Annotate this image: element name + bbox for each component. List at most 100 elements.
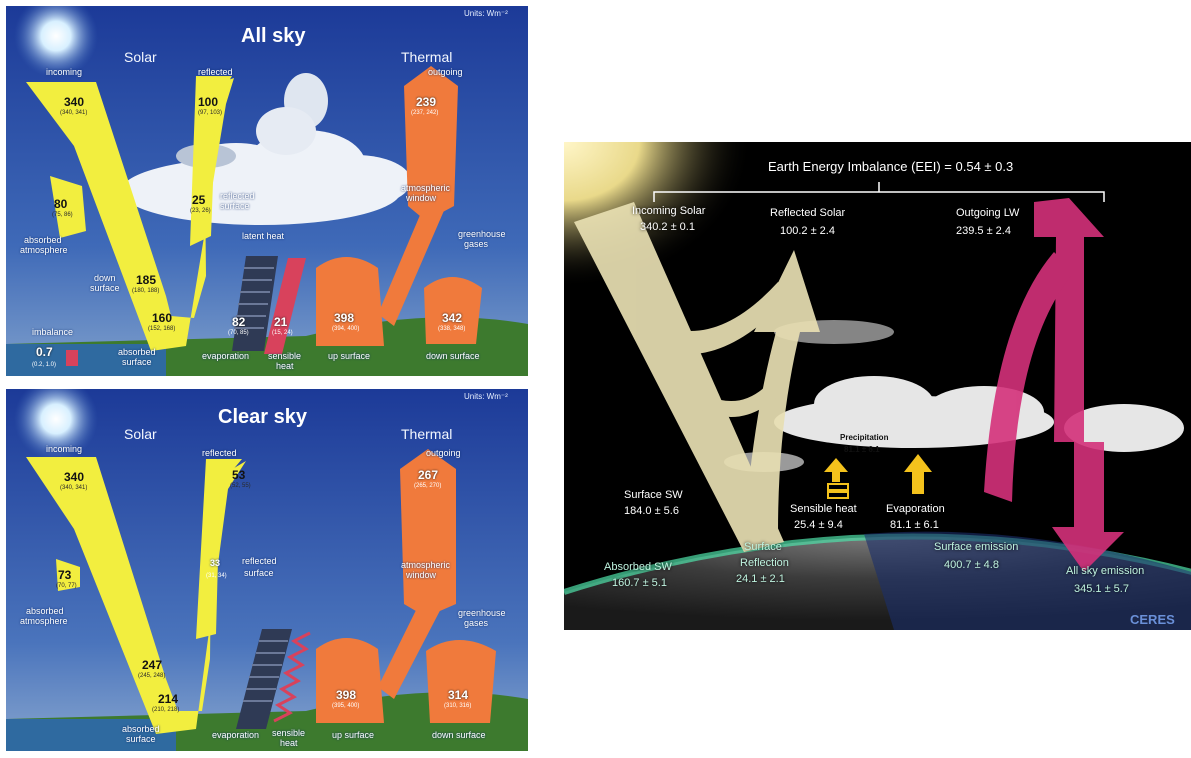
reflected-surface-value-text: 33	[210, 558, 221, 568]
cloud-reflection-arrow	[644, 282, 794, 355]
up-surface-range: (395, 400)	[332, 703, 360, 709]
reflected-solar-value: 100.2 ± 2.4	[780, 225, 835, 237]
eei-title: Earth Energy Imbalance (EEI) = 0.54 ± 0.…	[768, 159, 1014, 174]
all-sky-emission-label: All sky emission	[1066, 565, 1145, 577]
up-surface-label: up surface	[332, 730, 375, 740]
absorbed-atmosphere-range: (75, 86)	[52, 212, 73, 218]
sensible-heat-label: Sensible heat	[790, 503, 857, 515]
reflected-surface-label-2: surface	[220, 201, 250, 211]
down-surface-solar-value: 247	[142, 658, 163, 672]
ceres-panel: CERES Earth Energy Imbalance (EEI) = 0.5…	[564, 142, 1191, 630]
atmospheric-window-label-1: atmospheric	[401, 183, 451, 193]
greenhouse-gases-label-1: greenhouse	[458, 229, 506, 239]
down-surface-arrow	[424, 277, 482, 344]
up-surface-arrow	[316, 638, 384, 723]
latent-heat-arrow	[236, 629, 292, 729]
up-surface-arrow	[316, 257, 384, 346]
absorbed-atmosphere-label-1: absorbed	[26, 606, 64, 616]
down-surface-label: down surface	[432, 730, 486, 740]
up-surface-range: (394, 400)	[332, 326, 360, 332]
thermal-header: Thermal	[401, 49, 453, 65]
precipitation-label: Precipitation	[840, 433, 889, 442]
incoming-range: (340, 341)	[60, 485, 88, 491]
panel-title: All sky	[241, 25, 306, 47]
reflected-surface-value: 33	[210, 559, 220, 568]
incoming-solar-label: Incoming Solar	[632, 205, 706, 217]
absorbed-atmosphere-value: 80	[54, 197, 68, 211]
evaporation-value: 81.1 ± 6.1	[890, 519, 939, 531]
evaporation-label: evaporation	[202, 351, 250, 361]
units-label: Units: Wm⁻²	[464, 392, 508, 401]
surface-reflection-value: 24.1 ± 2.1	[736, 573, 785, 585]
down-surface-solar-label-1: down	[94, 273, 116, 283]
ceres-graphic: CERES	[564, 142, 1191, 630]
sensible-heat-arrow	[264, 258, 306, 354]
down-surface-label: down surface	[426, 351, 480, 361]
all-sky-emission-arrow	[1052, 442, 1124, 572]
evaporation-label: evaporation	[212, 730, 260, 740]
sensible-heat-label-2: heat	[280, 738, 298, 748]
greenhouse-gases-label-2: gases	[464, 618, 489, 628]
outgoing-label: outgoing	[428, 67, 463, 77]
outgoing-lw-arrow	[1034, 198, 1104, 442]
incoming-value: 340	[64, 95, 85, 109]
solar-incoming-arrow	[26, 457, 246, 734]
surface-reflection-label-1: Surface	[744, 541, 782, 553]
incoming-label: incoming	[46, 444, 83, 454]
surface-emission-arrow	[984, 252, 1074, 502]
reflected-surface-label-1: reflected	[242, 556, 277, 566]
incoming-range: (340, 341)	[60, 110, 88, 116]
sensible-heat-label-1: sensible	[268, 351, 302, 361]
down-surface-range: (310, 316)	[444, 703, 472, 709]
all-sky-emission-value: 345.1 ± 5.7	[1074, 583, 1129, 595]
incoming-label: incoming	[46, 67, 83, 77]
thermal-header: Thermal	[401, 426, 453, 442]
clear-sky-panel: Units: Wm⁻² Clear sky Solar Thermal inco…	[6, 389, 528, 751]
reflected-solar-label: Reflected Solar	[770, 207, 846, 219]
imbalance-range: (0.2, 1.0)	[32, 362, 57, 368]
reflected-surface-range: (31, 34)	[206, 573, 227, 579]
up-surface-value: 398	[334, 311, 355, 325]
sensible-heat-label-2: heat	[276, 361, 294, 371]
up-surface-label: up surface	[328, 351, 371, 361]
solar-reflected-arrow	[190, 76, 232, 246]
outgoing-value: 239	[416, 95, 437, 109]
units-label: Units: Wm⁻²	[464, 9, 508, 18]
greenhouse-gases-label-2: gases	[464, 239, 489, 249]
atmospheric-window-label-1: atmospheric	[401, 560, 451, 570]
surface-reflection-label-2: Reflection	[740, 557, 789, 569]
imbalance-marker	[66, 350, 78, 366]
reflected-surface-range: (23, 26)	[190, 208, 211, 214]
outgoing-lw-label: Outgoing LW	[956, 207, 1020, 219]
absorbed-atmosphere-label-2: atmosphere	[20, 245, 68, 255]
outgoing-label: outgoing	[426, 448, 461, 458]
outgoing-range: (237, 242)	[411, 110, 439, 116]
panel-title: Clear sky	[218, 406, 307, 428]
evaporation-label: Evaporation	[886, 503, 945, 515]
atmospheric-window-label-2: window	[406, 193, 437, 203]
down-surface-solar-range: (180, 188)	[132, 288, 160, 294]
surface-sw-value: 184.0 ± 5.6	[624, 505, 679, 517]
solar-incoming-arrow	[26, 78, 234, 351]
absorbed-sw-value: 160.7 ± 5.1	[612, 577, 667, 589]
latent-heat-arrow	[232, 256, 278, 351]
precipitation-value: 81.1 ± 6.1	[844, 445, 880, 454]
latent-heat-label: latent heat	[242, 231, 285, 241]
down-surface-arrow	[426, 640, 496, 723]
imbalance-value: 0.7	[36, 345, 53, 359]
up-surface-value: 398	[336, 688, 357, 702]
incoming-solar-value: 340.2 ± 0.1	[640, 221, 695, 233]
reflected-value: 53	[232, 468, 246, 482]
surface-emission-label: Surface emission	[934, 541, 1019, 553]
down-surface-solar-label-2: surface	[90, 283, 120, 293]
imbalance-label: imbalance	[32, 327, 74, 337]
greenhouse-gases-label-1: greenhouse	[458, 608, 506, 618]
sensible-heat-range: (15, 24)	[272, 330, 293, 336]
incoming-solar-arrow	[574, 202, 784, 552]
all-sky-graphic	[6, 6, 528, 376]
reflected-value: 100	[198, 95, 219, 109]
down-surface-solar-value: 185	[136, 273, 157, 287]
all-sky-panel: Units: Wm⁻² All sky Solar Thermal incomi…	[6, 6, 528, 376]
surface-sw-label: Surface SW	[624, 489, 683, 501]
down-surface-value: 314	[448, 688, 469, 702]
